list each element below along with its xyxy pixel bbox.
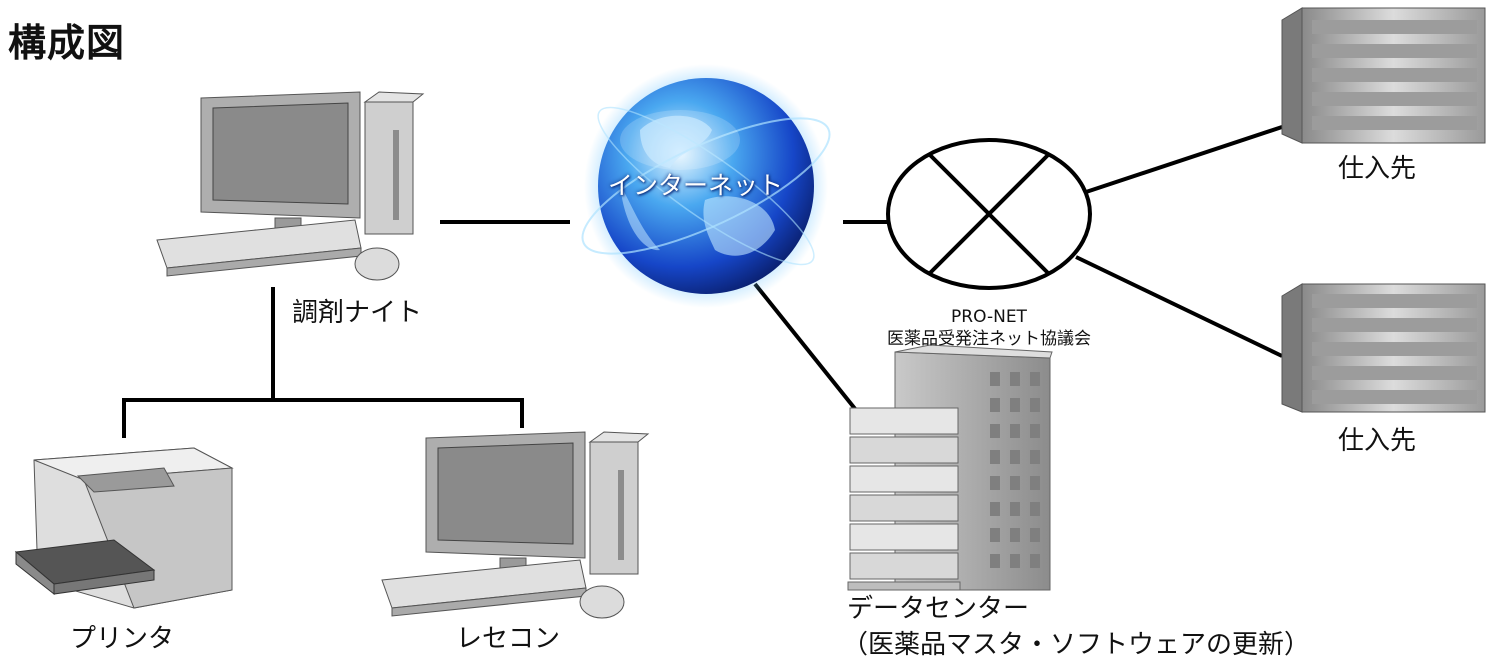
- pronet-subtitle: 医薬品受発注ネット協議会: [887, 329, 1091, 349]
- receipt-pc-label: レセコン: [456, 624, 561, 654]
- connection-lines: [122, 125, 1283, 438]
- crossed-circle-icon: [886, 138, 1092, 290]
- printer-label: プリンタ: [70, 624, 175, 654]
- line-pronet-supplier-bottom: [1075, 255, 1283, 358]
- internet-label: インターネット: [608, 171, 784, 200]
- pronet-name: PRO-NET: [951, 307, 1027, 327]
- server-rack-icon: [1281, 283, 1486, 413]
- line-internet-datacenter: [753, 282, 862, 417]
- line-pronet-supplier-top: [1082, 125, 1283, 195]
- printer-icon: [14, 447, 234, 609]
- desktop-computer-icon: [156, 91, 425, 281]
- globe-icon: [581, 64, 831, 308]
- datacenter-subtitle: （医薬品マスタ・ソフトウェアの更新）: [842, 630, 1311, 660]
- page-title: 構成図: [8, 21, 126, 65]
- desktop-computer-icon: [381, 431, 650, 619]
- datacenter-building-icon: [847, 344, 1053, 591]
- server-rack-icon: [1281, 7, 1486, 144]
- datacenter-label: データセンター: [847, 594, 1030, 624]
- supplier-bottom-label: 仕入先: [1338, 426, 1417, 456]
- pronet-label: PRO-NET 医薬品受発注ネット協議会: [872, 306, 1106, 350]
- pharmacy-pc-label: 調剤ナイト: [292, 298, 423, 328]
- supplier-top-label: 仕入先: [1338, 154, 1417, 184]
